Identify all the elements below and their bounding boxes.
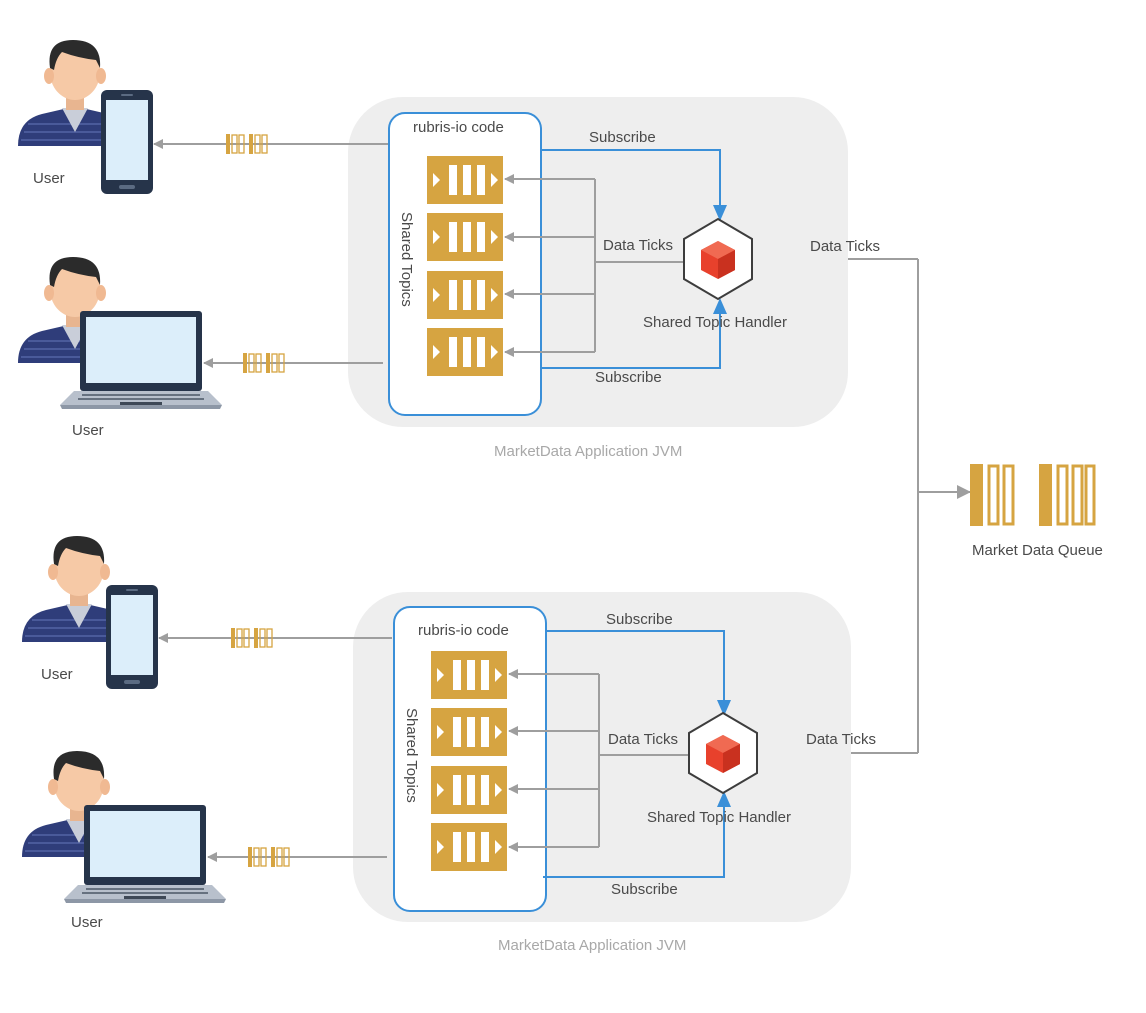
shared-topics-label: Shared Topics	[403, 708, 420, 803]
data-ticks-internal-label: Data Ticks	[608, 731, 678, 748]
cluster-2: MarketData Application JVM rubris-io cod…	[21, 535, 876, 954]
phone-icon	[101, 90, 153, 194]
jvm-label: MarketData Application JVM	[494, 443, 682, 460]
topic-queue-icon	[431, 708, 507, 756]
user-phone: User	[21, 535, 158, 689]
subscribe-bottom-label: Subscribe	[595, 369, 662, 386]
shared-topic-handler-label: Shared Topic Handler	[643, 314, 787, 331]
user-label: User	[33, 170, 65, 187]
topic-queue-icon	[427, 271, 503, 319]
topic-queue-icon	[431, 651, 507, 699]
subscribe-top-label: Subscribe	[589, 129, 656, 146]
laptop-icon	[64, 805, 226, 903]
subscribe-bottom-label: Subscribe	[611, 881, 678, 898]
topic-queue-icon	[427, 328, 503, 376]
subscribe-lines	[541, 149, 727, 369]
user-laptop: User	[17, 256, 222, 439]
market-data-queue-label: Market Data Queue	[972, 542, 1103, 559]
user-phone: User	[17, 39, 153, 194]
queue-icon	[970, 464, 1096, 526]
market-data-queue: Market Data Queue	[970, 464, 1103, 559]
subscribe-lines	[543, 630, 731, 878]
data-ticks-internal-label: Data Ticks	[603, 237, 673, 254]
laptop-icon	[60, 311, 222, 409]
data-ticks-fanout	[508, 669, 689, 852]
rubris-io-label: rubris-io code	[413, 119, 504, 136]
user-label: User	[72, 422, 104, 439]
jvm-label: MarketData Application JVM	[498, 937, 686, 954]
shared-topic-handler-label: Shared Topic Handler	[647, 809, 791, 826]
data-ticks-external-label: Data Ticks	[806, 731, 876, 748]
shared-topics-label: Shared Topics	[398, 212, 415, 307]
cluster-1: MarketData Application JVM rubris-io cod…	[17, 39, 880, 460]
user-label: User	[41, 666, 73, 683]
topic-queue-icon	[431, 823, 507, 871]
topic-queue-icon	[427, 156, 503, 204]
user-label: User	[71, 914, 103, 931]
rubris-io-label: rubris-io code	[418, 622, 509, 639]
user-laptop: User	[21, 750, 226, 931]
data-ticks-external-label: Data Ticks	[810, 238, 880, 255]
topic-queue-icon	[431, 766, 507, 814]
data-ticks-fanout	[504, 174, 684, 357]
phone-icon	[106, 585, 158, 689]
topic-queue-icon	[427, 213, 503, 261]
subscribe-top-label: Subscribe	[606, 611, 673, 628]
